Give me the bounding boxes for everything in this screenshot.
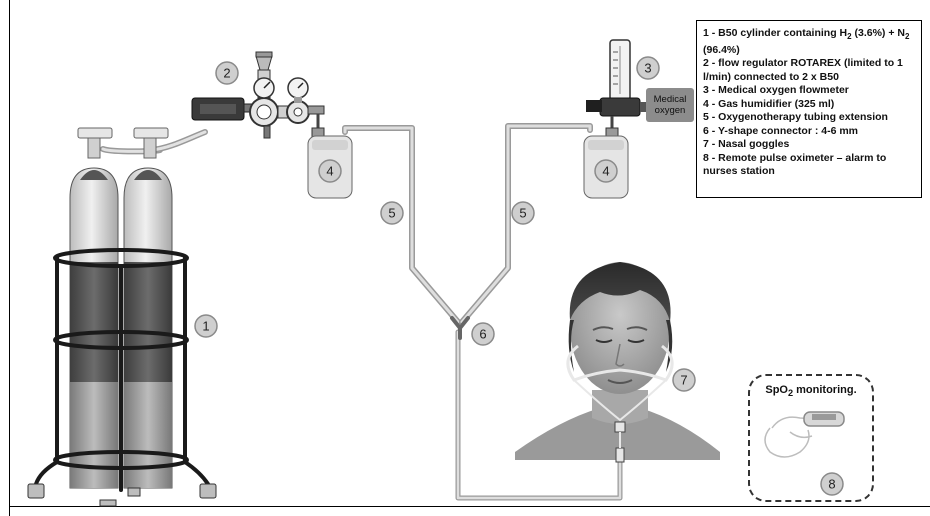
svg-text:8: 8 (828, 477, 835, 492)
medical-oxygen-label: Medical oxygen (646, 88, 694, 122)
flow-regulator (191, 51, 325, 139)
svg-text:5: 5 (388, 206, 395, 221)
spo2-monitoring-box: SpO2 monitoring. (748, 374, 874, 502)
svg-text:4: 4 (326, 164, 333, 179)
marker-2: 2 (215, 61, 239, 85)
legend-item-8: 8 - Remote pulse oximeter – alarm to nur… (703, 151, 887, 178)
legend-item-1: 1 - B50 cylinder containing H2 (3.6%) + … (703, 27, 910, 56)
spo2-monitoring-label: SpO2 monitoring. (765, 384, 857, 399)
legend-item-7: 7 - Nasal goggles (703, 138, 790, 151)
border-line-left (9, 0, 10, 516)
medical-oxygen-flowmeter (586, 39, 648, 130)
legend-item-4: 4 - Gas humidifier (325 ml) (703, 97, 835, 110)
svg-text:2: 2 (223, 66, 230, 81)
marker-4-left: 4 (318, 159, 342, 183)
svg-text:7: 7 (680, 373, 687, 388)
svg-text:6: 6 (479, 327, 486, 342)
b50-cylinders (27, 127, 217, 507)
svg-text:5: 5 (519, 206, 526, 221)
marker-1: 1 (194, 314, 218, 338)
border-line-bottom (9, 506, 930, 507)
legend-item-5: 5 - Oxygenotherapy tubing extension (703, 111, 888, 124)
svg-text:3: 3 (644, 61, 651, 76)
marker-5-left: 5 (380, 201, 404, 225)
marker-3: 3 (636, 56, 660, 80)
oxygen-tubing (100, 123, 623, 501)
marker-4-right: 4 (594, 159, 618, 183)
svg-text:1: 1 (202, 319, 209, 334)
patient-head (515, 262, 720, 463)
legend-item-3: 3 - Medical oxygen flowmeter (703, 84, 849, 97)
y-connector (450, 316, 470, 340)
marker-8: 8 (820, 472, 844, 496)
pulse-oximeter-hand (764, 411, 845, 458)
svg-text:4: 4 (602, 164, 609, 179)
marker-5-right: 5 (511, 201, 535, 225)
marker-7: 7 (672, 368, 696, 392)
marker-6: 6 (471, 322, 495, 346)
legend-item-2: 2 - flow regulator ROTAREX (limited to 1… (703, 57, 903, 83)
legend-item-6: 6 - Y-shape connector : 4-6 mm (703, 124, 859, 137)
legend: 1 - B50 cylinder containing H2 (3.6%) + … (696, 20, 922, 198)
